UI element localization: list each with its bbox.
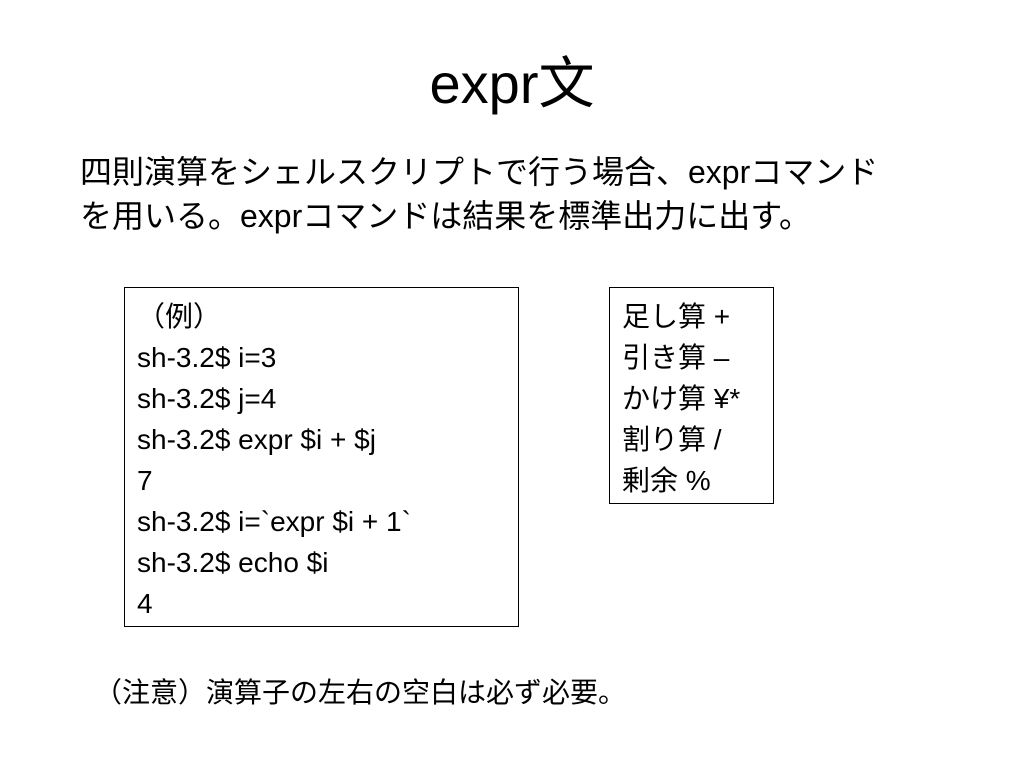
example-line: sh-3.2$ i=3 — [137, 342, 277, 373]
intro-paragraph: 四則演算をシェルスクリプトで行う場合、exprコマンド を用いる。exprコマン… — [80, 150, 980, 238]
example-output: 7 — [137, 465, 153, 496]
operator-item: 足し算 + — [622, 301, 731, 332]
operator-item: 割り算 / — [622, 424, 722, 455]
example-line: sh-3.2$ i=`expr $i + 1` — [137, 506, 411, 537]
example-line: sh-3.2$ j=4 — [137, 383, 277, 414]
example-box: （例） sh-3.2$ i=3 sh-3.2$ j=4 sh-3.2$ expr… — [124, 287, 519, 627]
operator-item: かけ算 ¥* — [622, 383, 741, 414]
slide-title: expr文 — [429, 52, 595, 115]
example-heading: （例） — [137, 301, 222, 332]
intro-line: を用いる。exprコマンドは結果を標準出力に出す。 — [80, 198, 812, 234]
example-output: 4 — [137, 588, 153, 619]
operator-item: 引き算 – — [622, 342, 730, 373]
intro-line: 四則演算をシェルスクリプトで行う場合、exprコマンド — [80, 154, 879, 190]
caution-note: （注意）演算子の左右の空白は必ず必要。 — [94, 677, 627, 708]
operators-box: 足し算 + 引き算 – かけ算 ¥* 割り算 / 剰余 % — [609, 287, 774, 504]
operator-item: 剰余 % — [622, 465, 711, 496]
example-line: sh-3.2$ expr $i + $j — [137, 424, 376, 455]
example-line: sh-3.2$ echo $i — [137, 547, 329, 578]
